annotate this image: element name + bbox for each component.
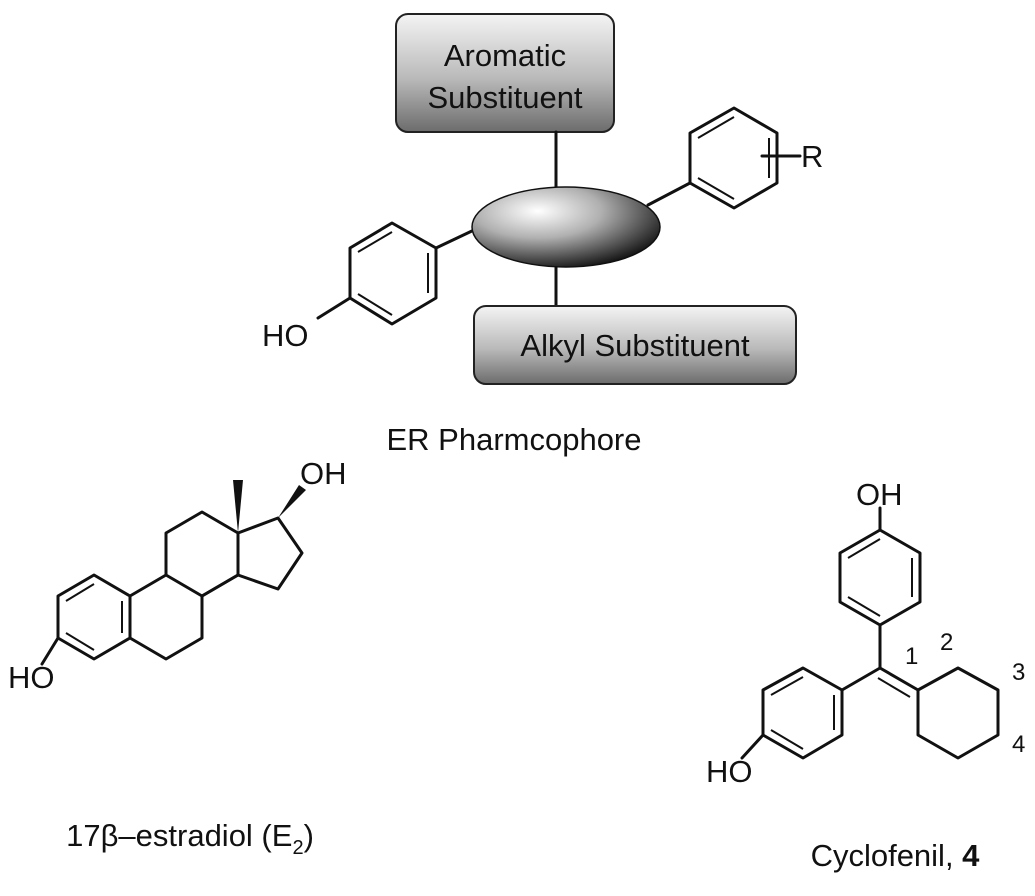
position-4-label: 4 bbox=[1012, 731, 1025, 758]
alkyl-substituent-box: Alkyl Substituent bbox=[473, 305, 797, 385]
cyclofenil-oh-label: OH bbox=[856, 477, 903, 512]
position-2-label: 2 bbox=[940, 629, 953, 656]
position-1-label: 1 bbox=[905, 643, 918, 670]
estradiol-ho-label: HO bbox=[8, 660, 55, 695]
pharmacophore: Aromatic Substituent Alkyl Substituent R bbox=[262, 13, 823, 457]
position-3-label: 3 bbox=[1012, 659, 1025, 686]
substituted-phenyl-ring: R bbox=[688, 106, 823, 210]
aromatic-substituent-box: Aromatic Substituent bbox=[395, 13, 615, 133]
cyclofenil-caption: Cyclofenil, 4 bbox=[811, 838, 981, 873]
central-scaffold-ellipse bbox=[471, 186, 661, 268]
bond-ellipse-phenol bbox=[434, 228, 476, 250]
estradiol-structure: OH HO 17β–estradiol (E2) bbox=[8, 456, 347, 859]
phenol-ring: HO bbox=[262, 221, 438, 353]
estradiol-oh-label: OH bbox=[300, 456, 347, 491]
alkyl-box-label: Alkyl Substituent bbox=[520, 328, 750, 363]
r-group-label: R bbox=[801, 139, 823, 174]
cyclofenil-ho-label: HO bbox=[706, 754, 753, 789]
estradiol-caption: 17β–estradiol (E2) bbox=[66, 818, 314, 859]
aromatic-box-line1: Aromatic bbox=[444, 38, 566, 73]
pharmacophore-caption: ER Pharmcophore bbox=[386, 422, 641, 457]
aromatic-box-line2: Substituent bbox=[427, 80, 582, 115]
phenol-ho-label: HO bbox=[262, 318, 309, 353]
bond-ellipse-phenyl bbox=[646, 181, 692, 207]
cyclofenil-structure: OH HO 1 2 3 4 Cyclofenil, 4 bbox=[706, 477, 1025, 873]
